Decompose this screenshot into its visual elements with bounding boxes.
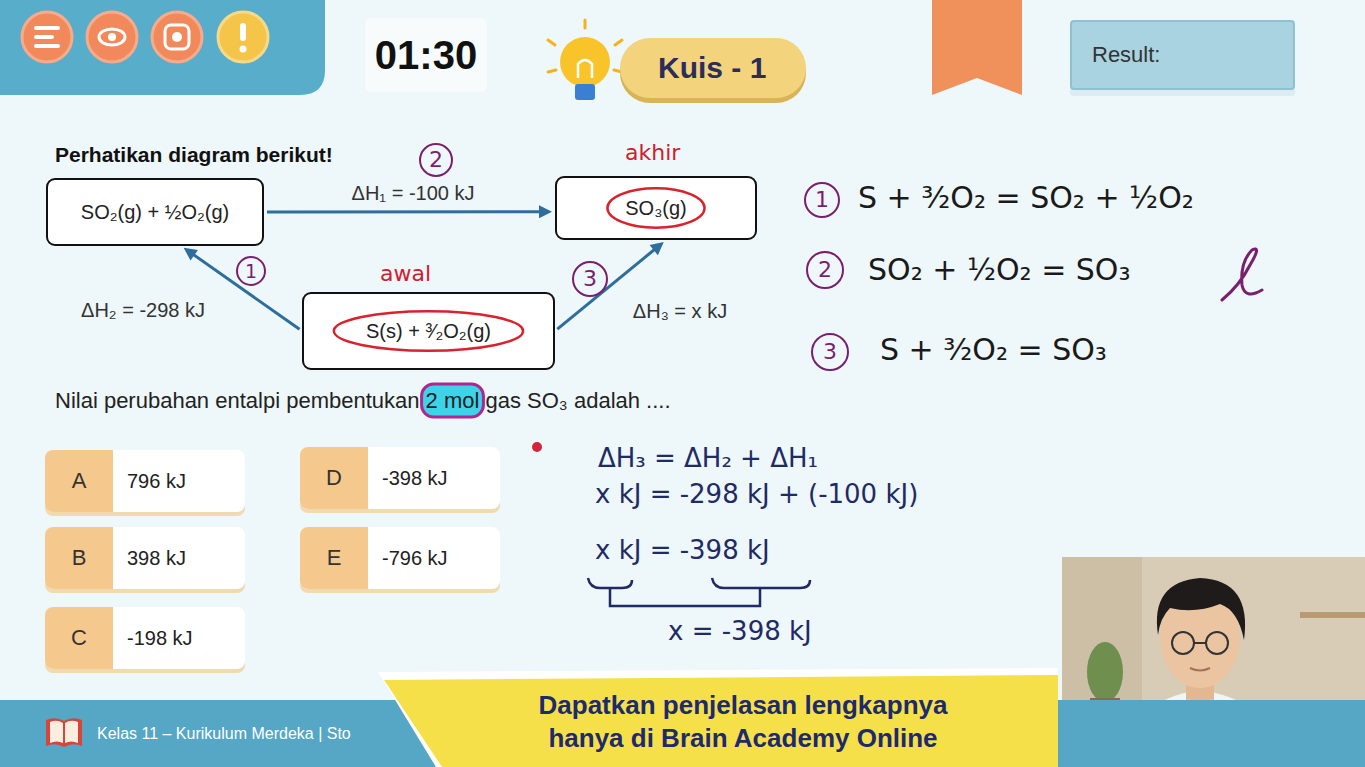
box-text: Kuis - 1 bbox=[658, 51, 766, 85]
question-text: Nilai perubahan entalpi pembentukan 2 mo… bbox=[55, 388, 671, 414]
alert-dot bbox=[240, 46, 247, 53]
option-value: -796 kJ bbox=[368, 527, 462, 589]
state-note: awal bbox=[380, 261, 431, 287]
eye-glyph bbox=[99, 29, 125, 45]
box-text: S(s) + ³⁄₂O₂(g) bbox=[366, 320, 491, 343]
equation-note: S + ³⁄₂O₂ = SO₃ bbox=[880, 332, 1107, 368]
eye-pupil bbox=[108, 33, 116, 41]
band-text: Dapatkan penjelasan lengkapnya hanya di … bbox=[503, 689, 983, 754]
option-value: 398 kJ bbox=[113, 527, 200, 589]
pointer-dot bbox=[532, 442, 542, 452]
arrow-head bbox=[539, 205, 552, 218]
book-pages bbox=[50, 721, 78, 743]
focus-icon bbox=[152, 12, 202, 62]
option-value: 796 kJ bbox=[113, 450, 200, 512]
enthalpy-label: ΔH₁ = -100 kJ bbox=[349, 182, 478, 205]
reaction-arrow bbox=[267, 205, 552, 218]
video-hair bbox=[1157, 578, 1245, 640]
answer-option: E-796 kJ bbox=[300, 527, 500, 589]
arrow-line bbox=[193, 255, 299, 330]
eye-icon bbox=[87, 12, 137, 62]
banner-stripe bbox=[378, 668, 1058, 767]
banner-fill bbox=[384, 675, 1058, 767]
video-glasses bbox=[1206, 632, 1228, 654]
answer-option: D-398 kJ bbox=[300, 447, 500, 509]
calculation-note: x = -398 kJ bbox=[668, 616, 812, 647]
product-box: SO₃(g) bbox=[555, 176, 757, 240]
promo-banner: Dapatkan penjelasan lengkapnya hanya di … bbox=[378, 668, 1058, 767]
quiz-title-pill: Kuis - 1 bbox=[620, 38, 806, 98]
answer-option: A796 kJ bbox=[45, 450, 245, 512]
highlight-ring-stroke bbox=[334, 311, 523, 350]
option-letter: E bbox=[300, 527, 368, 589]
enthalpy-label: ΔH₂ = -298 kJ bbox=[78, 299, 208, 322]
bulb-glass bbox=[560, 37, 610, 87]
video-mouth bbox=[1190, 668, 1210, 671]
calculation-note: ΔH₃ = ΔH₂ + ΔH₁ bbox=[598, 443, 818, 474]
alert-icon bbox=[218, 12, 268, 62]
option-value: -398 kJ bbox=[368, 447, 462, 509]
timer-box: 01:30 bbox=[365, 18, 487, 92]
calculation-note: x kJ = -298 kJ + (-100 kJ) bbox=[595, 479, 918, 510]
equation-note: S + ³⁄₂O₂ = SO₂ + ½O₂ bbox=[858, 180, 1194, 216]
video-glasses bbox=[1194, 642, 1206, 644]
video-shelf bbox=[1300, 612, 1365, 618]
arrow-line bbox=[267, 210, 540, 213]
option-letter: B bbox=[45, 527, 113, 589]
option-letter: A bbox=[45, 450, 113, 512]
callout-number: 3 bbox=[572, 261, 608, 297]
calculation-note: x kJ = -398 kJ bbox=[595, 535, 770, 566]
bulb-base bbox=[575, 84, 595, 100]
result-box: Result: bbox=[1070, 20, 1295, 90]
option-letter: C bbox=[45, 607, 113, 669]
box-text: SO₂(g) + ½O₂(g) bbox=[81, 201, 229, 224]
option-value: -198 kJ bbox=[113, 607, 207, 669]
book-icon bbox=[44, 712, 84, 752]
answer-option: B398 kJ bbox=[45, 527, 245, 589]
bulb-icon bbox=[548, 20, 622, 100]
callout-number: 3 bbox=[811, 333, 849, 371]
band-text: Kelas 11 – Kurikulum Merdeka | Sto bbox=[97, 725, 351, 743]
callout-number: 2 bbox=[419, 143, 453, 177]
box-text: 01:30 bbox=[375, 33, 477, 78]
highlight-ring-stroke bbox=[607, 188, 704, 227]
state-note: akhir bbox=[625, 140, 680, 166]
handwritten-bracket bbox=[588, 578, 810, 606]
option-letter: D bbox=[300, 447, 368, 509]
question-heading: Perhatikan diagram berikut! bbox=[55, 143, 333, 167]
callout-number: 2 bbox=[806, 251, 844, 289]
box-text: SO₃(g) bbox=[625, 197, 686, 220]
toolbar-panel bbox=[0, 0, 325, 95]
enthalpy-label: ΔH₃ = x kJ bbox=[630, 300, 730, 323]
book-cover bbox=[46, 718, 82, 747]
arrow-head bbox=[650, 242, 664, 255]
bookmark-ribbon bbox=[932, 0, 1022, 95]
menu-icon bbox=[22, 12, 72, 62]
bulb-filament bbox=[578, 60, 592, 78]
answer-option: C-198 kJ bbox=[45, 607, 245, 669]
arrow-head bbox=[184, 248, 198, 261]
handwritten-mark bbox=[1222, 249, 1262, 300]
box-text: Result: bbox=[1092, 42, 1160, 68]
callout-number: 1 bbox=[236, 256, 266, 286]
element-box: S(s) + ³⁄₂O₂(g) bbox=[302, 292, 555, 370]
equation-note: SO₂ + ½O₂ = SO₃ bbox=[868, 252, 1131, 288]
alert-glyph bbox=[240, 23, 246, 41]
focus-glyph bbox=[165, 25, 189, 49]
menu-glyph bbox=[36, 28, 58, 46]
focus-dot bbox=[172, 32, 182, 42]
video-plant bbox=[1087, 642, 1123, 702]
callout-number: 1 bbox=[804, 182, 840, 218]
video-glasses bbox=[1172, 632, 1194, 654]
reactant-box: SO₂(g) + ½O₂(g) bbox=[46, 178, 264, 246]
